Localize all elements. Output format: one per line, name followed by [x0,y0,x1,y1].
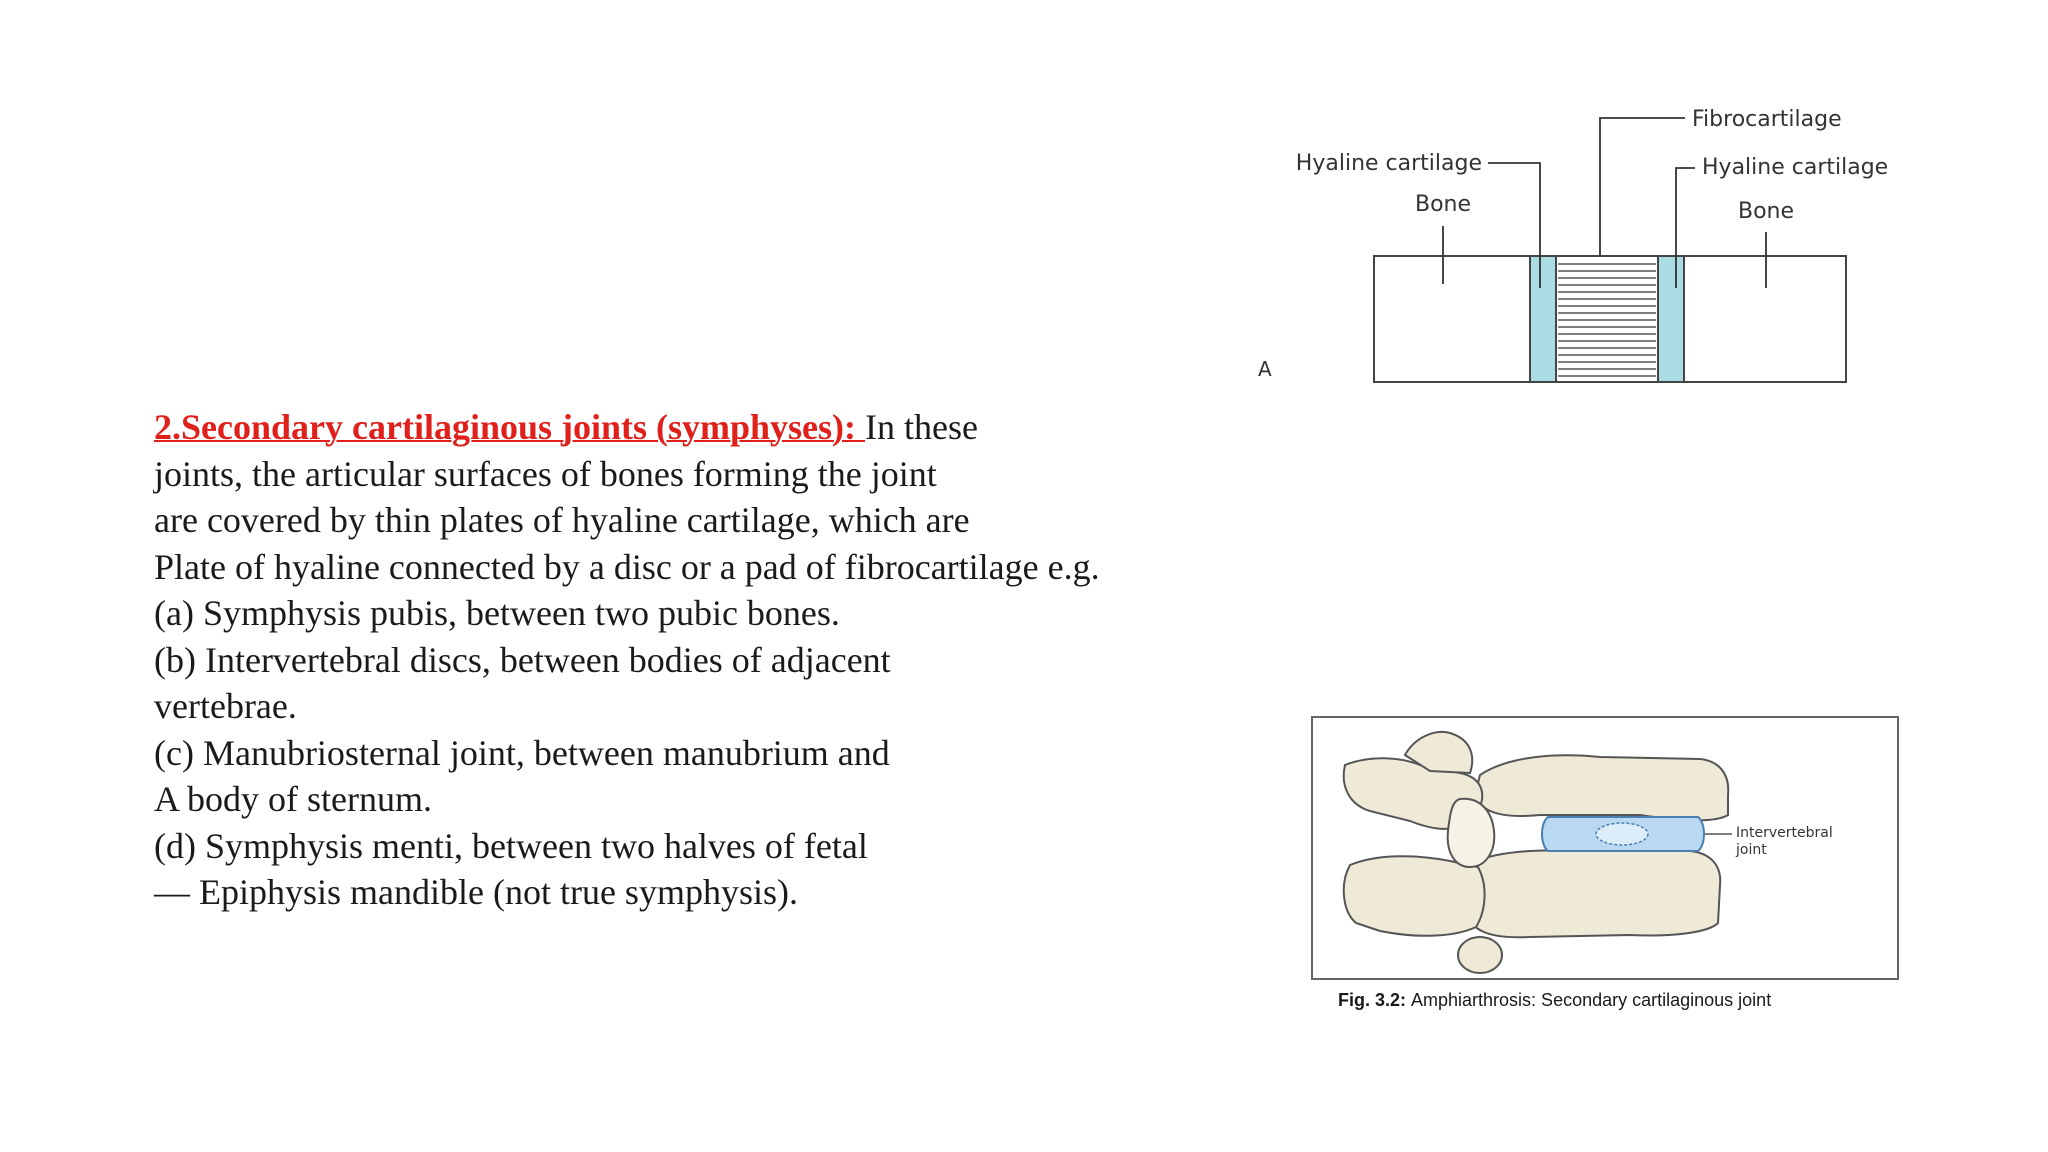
label-hyaline-left: Hyaline cartilage [1296,151,1482,176]
body-text: 2.Secondary cartilaginous joints (symphy… [154,404,1214,916]
text-line-1: 2.Secondary cartilaginous joints (symphy… [154,404,1214,451]
facet-joint [1446,797,1496,869]
leader-hyaline-right [1675,167,1695,288]
label-bone-left: Bone [1415,192,1471,217]
upper-vertebral-body [1473,754,1730,822]
text-line-3: are covered by thin plates of hyaline ca… [154,500,970,540]
text-line-10: (d) Symphysis menti, between two halves … [154,825,868,866]
text-line-5: (a) Symphysis pubis, between two pubic b… [154,593,840,633]
bone-left-block [1373,255,1531,383]
label-hyaline-right: Hyaline cartilage [1702,155,1888,180]
lower-vertebral-process [1342,855,1486,937]
label-fibrocartilage: Fibrocartilage [1692,107,1842,132]
leader-hyaline-left [1488,162,1541,288]
section-heading: 2.Secondary cartilaginous joints (symphy… [154,407,866,447]
caption-label: Fig. 3.2: [1338,990,1412,1010]
text-line-7: vertebrae. [154,686,297,726]
inferior-process-end [1457,936,1503,974]
leader-fibrocartilage [1599,117,1685,256]
caption-text: Amphiarthrosis: Secondary cartilaginous … [1411,990,1772,1010]
panel-letter-a: A [1258,357,1272,381]
vertebrae-figure: Intervertebral joint [1311,716,1899,980]
label-intervertebral: Intervertebral [1736,825,1833,841]
spinous-process-top [1403,731,1474,775]
text-line-8: (c) Manubriosternal joint, between manub… [154,732,890,773]
fibrocartilage-hatching [1558,263,1656,377]
figure-caption: Fig. 3.2: Amphiarthrosis: Secondary cart… [1338,990,1771,1011]
joint-schematic-diagram: Fibrocartilage Hyaline cartilage Hyaline… [1258,107,1888,383]
lower-vertebral-body [1464,849,1722,939]
text-line-4: Plate of hyaline connected by a disc or … [154,546,1100,587]
hyaline-plate-right [1657,255,1685,383]
label-joint: joint [1735,842,1767,858]
text-line-9: A body of sternum. [154,779,432,819]
text-line-11: — Epiphysis mandible (not true symphysis… [154,872,798,912]
text-line-1-rest: In these [865,407,978,447]
bone-right-block [1683,255,1847,383]
fibrocartilage-disc [1555,255,1659,383]
hyaline-plate-left [1529,255,1557,383]
text-line-2: joints, the articular surfaces of bones … [154,453,937,494]
label-bone-right: Bone [1738,199,1794,224]
text-line-6: (b) Intervertebral discs, between bodies… [154,639,891,680]
nucleus-pulposus [1595,822,1649,846]
